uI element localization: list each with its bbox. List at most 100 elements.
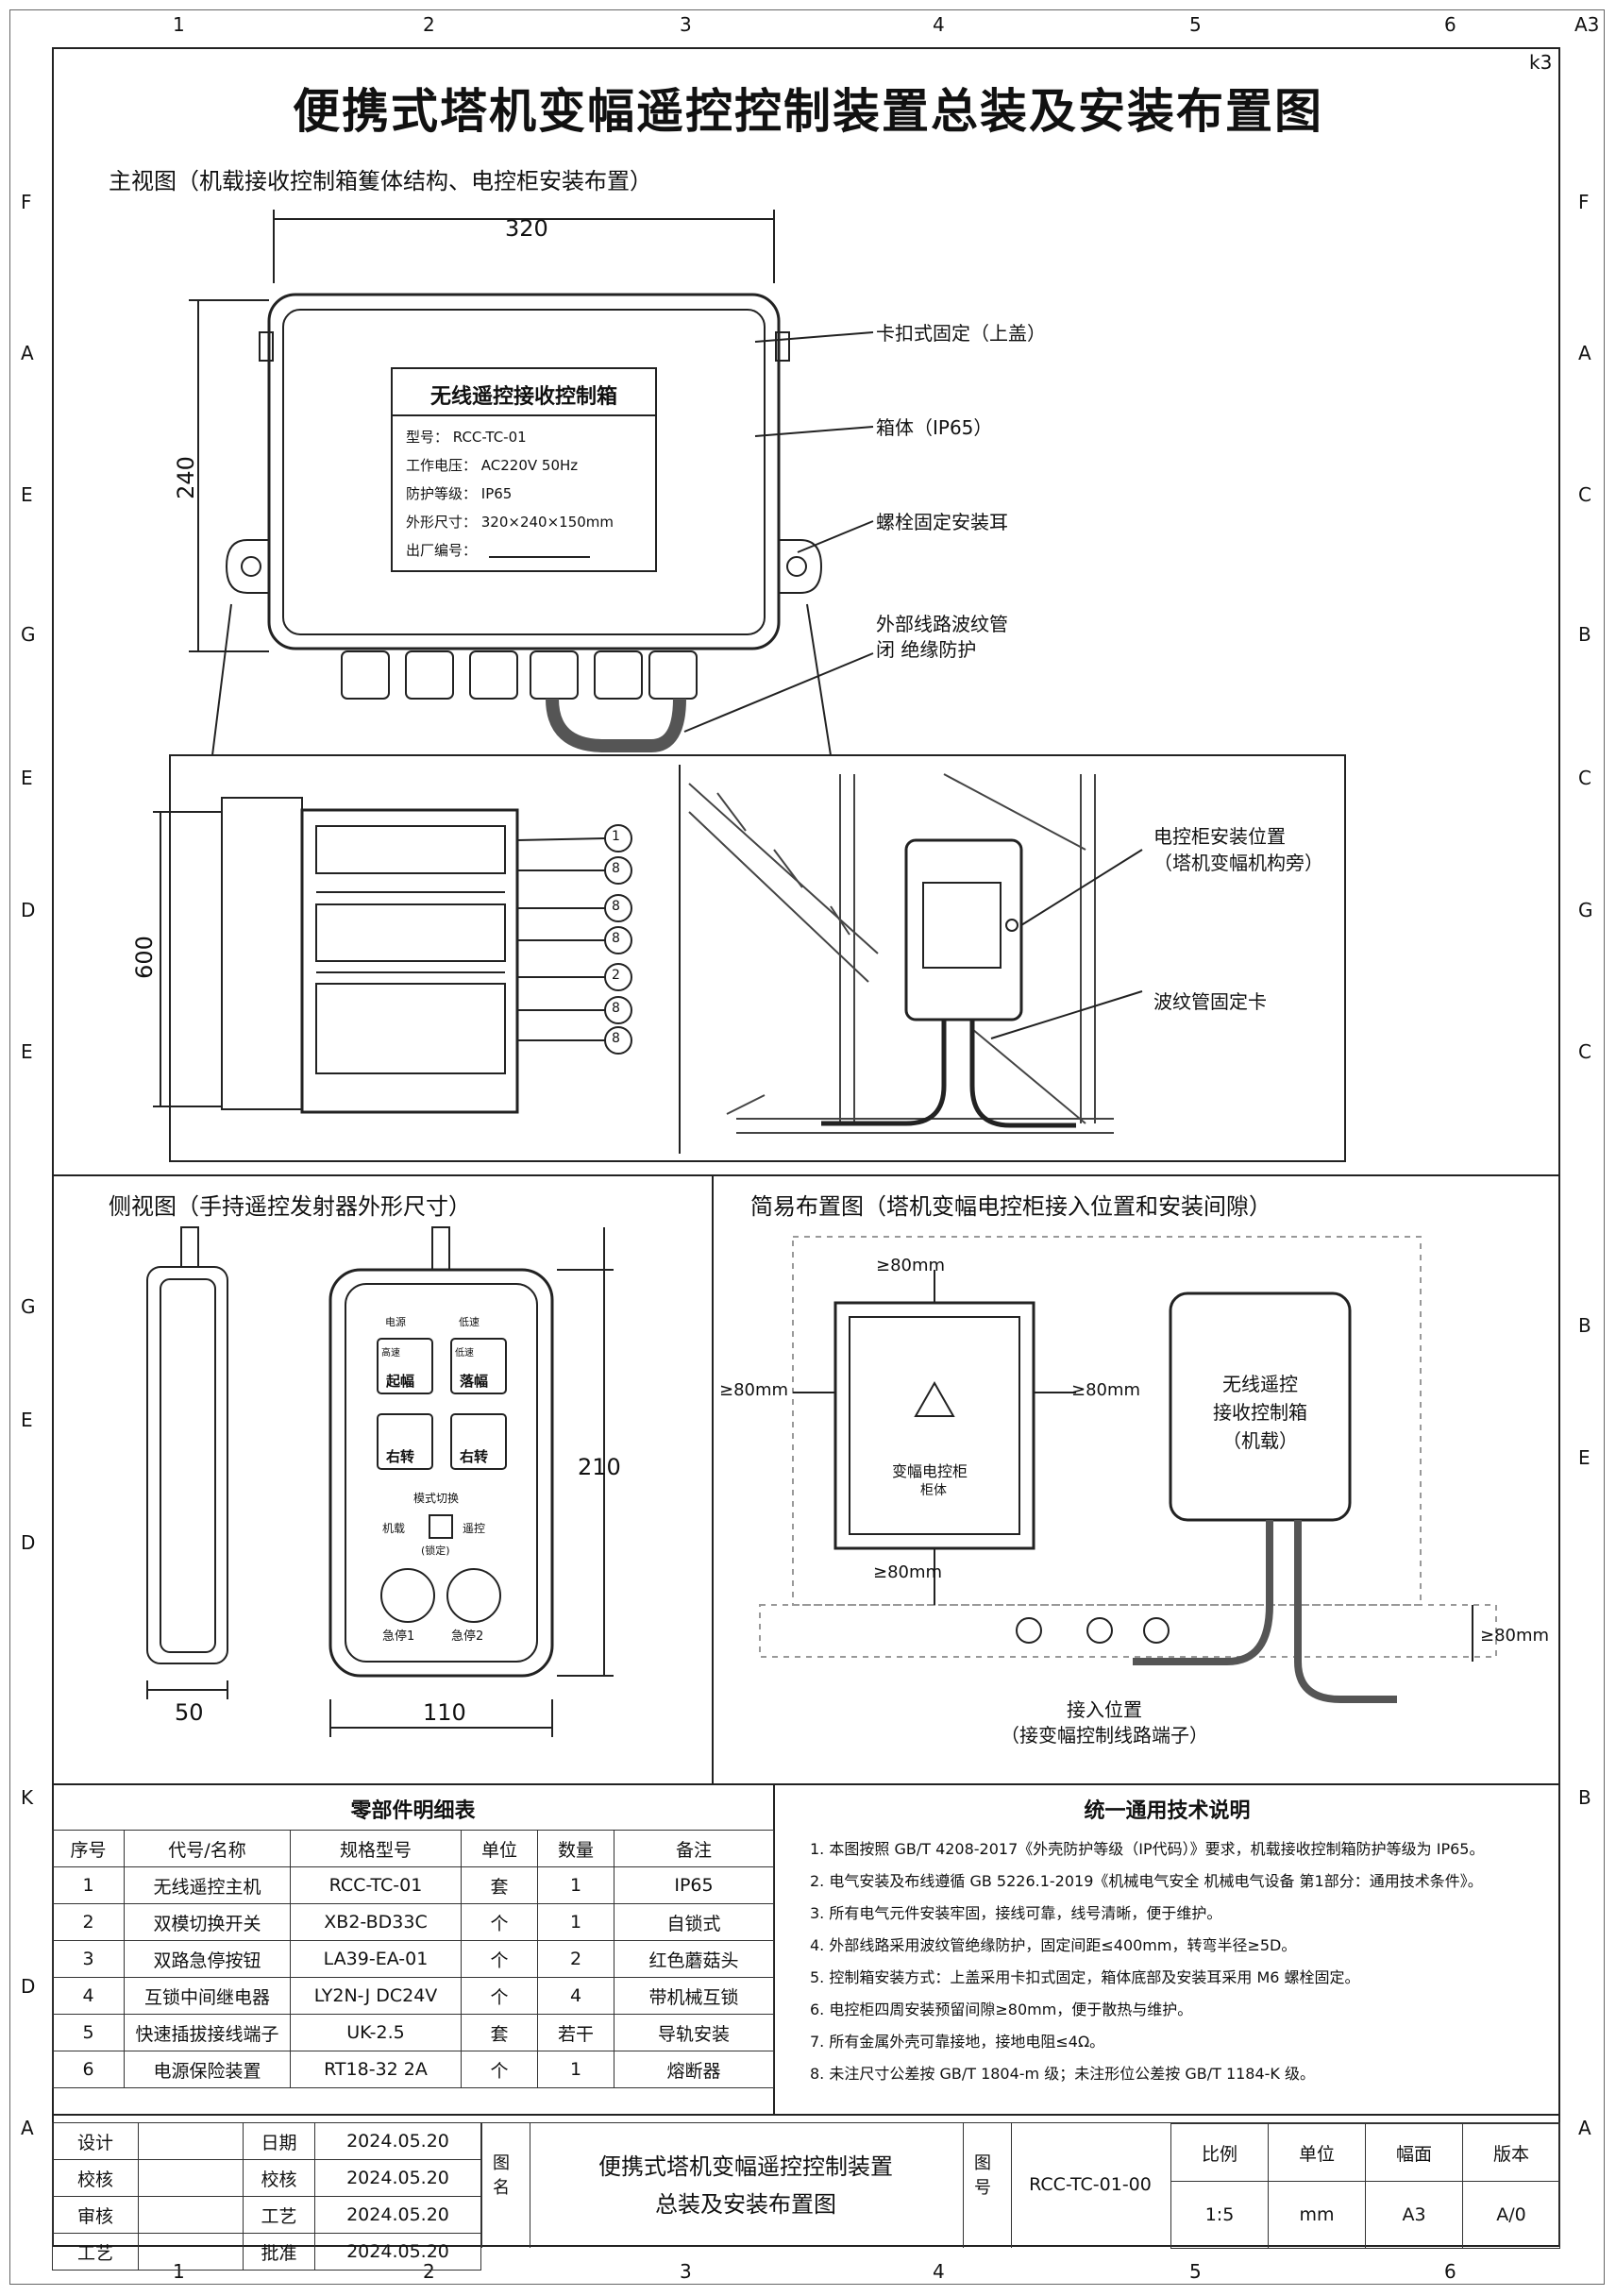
drawing-number-label: 图号: [974, 2153, 991, 2198]
conduit-loop: [546, 698, 686, 752]
tech-note: 8. 未注尺寸公差按 GB/T 1804-m 级；未注形位公差按 GB/T 11…: [810, 2065, 1316, 2083]
nameplate-row: 型号： RCC-TC-01: [406, 429, 527, 446]
grid-row-left: D: [21, 899, 36, 921]
grid-row-left: K: [21, 1786, 34, 1809]
cabinet-on-crane: [904, 838, 1023, 1021]
balloon-label: 8: [612, 1031, 620, 1046]
cell: 快速插拔接线端子: [124, 2014, 291, 2051]
grid-row-left: G: [21, 623, 36, 646]
drawing-name-label: 图名: [493, 2153, 510, 2198]
cell: 导轨安装: [614, 2014, 774, 2051]
col-header: 规格型号: [290, 1830, 462, 1867]
date: 2024.05.20: [314, 2159, 481, 2197]
receiver-label-2: 接收控制箱: [1213, 1401, 1307, 1424]
mounting-ear-left: [225, 539, 269, 594]
callout-conduit: 外部线路波纹管: [876, 613, 1008, 635]
mode-switch-title: 模式切换: [413, 1492, 460, 1505]
mounting-ear-right: [779, 539, 823, 594]
layout-wall-hatch: [759, 1236, 1497, 1658]
callout-cabinet-location-sub: （塔机变幅机构旁）: [1153, 852, 1323, 874]
grid-col-bottom-5: 5: [1189, 2260, 1202, 2283]
cabinet-door: [221, 797, 303, 1110]
estop-1-label: 急停1: [382, 1629, 415, 1644]
grid-row-left: F: [21, 191, 32, 213]
sign-label: 校核: [243, 2159, 315, 2197]
cell: 6: [52, 2051, 125, 2088]
prop-value: A/0: [1462, 2181, 1560, 2249]
col-header: 序号: [52, 1830, 125, 1867]
grid-col-top-6: 6: [1444, 13, 1456, 36]
dim-remote-width: 110: [423, 1699, 466, 1726]
mode-switch-lock: (锁定): [421, 1545, 450, 1557]
cell: 若干: [537, 2014, 614, 2051]
date: 2024.05.20: [314, 2233, 481, 2271]
role: 审核: [52, 2196, 139, 2234]
mode-switch-right: 遥控: [463, 1522, 486, 1535]
dim-width-320: 320: [505, 215, 548, 242]
role: 校核: [52, 2159, 139, 2197]
grid-col-top-3: 3: [680, 13, 692, 36]
tech-note: 1. 本图按照 GB/T 4208-2017《外壳防护等级（IP代码）》要求，机…: [810, 1840, 1485, 1858]
clearance-left: ≥80mm: [719, 1380, 789, 1400]
cable-glands: [341, 650, 698, 700]
cell: RT18-32 2A: [290, 2051, 462, 2088]
callout-snap-lid: 卡扣式固定（上盖）: [876, 322, 1046, 345]
remote-button-raise[interactable]: 起幅: [386, 1373, 415, 1390]
grid-row-right: B: [1578, 1786, 1591, 1809]
mode-switch-left: 机载: [382, 1522, 406, 1535]
prop-value: 1:5: [1170, 2181, 1269, 2249]
props-header-row: 比例单位幅面版本: [1170, 2123, 1560, 2182]
cell: 熔断器: [614, 2051, 774, 2088]
cell: 互锁中间继电器: [124, 1977, 291, 2015]
cell: 无线遥控主机: [124, 1866, 291, 1904]
cell: 2: [52, 1903, 125, 1941]
callout-box-ip65: 箱体（IP65）: [876, 416, 993, 439]
cell: 双路急停按钮: [124, 1940, 291, 1978]
corner-mark: k3: [1529, 51, 1553, 74]
grid-col-top-5: 5: [1189, 13, 1202, 36]
sign-label: 批准: [243, 2233, 315, 2271]
prop-value: A3: [1365, 2181, 1463, 2249]
receiver-label-3: （机载）: [1222, 1429, 1298, 1452]
cell: 5: [52, 2014, 125, 2051]
receiver-box-plan: [1169, 1292, 1352, 1522]
dim-height-600: 600: [130, 936, 158, 979]
cell: 双模切换开关: [124, 1903, 291, 1941]
nameplate-frame: [391, 367, 657, 572]
prop-header: 幅面: [1365, 2123, 1463, 2182]
grid-row-left: E: [21, 483, 33, 506]
dim-remote-height: 210: [578, 1454, 621, 1480]
balloons: [516, 824, 632, 1055]
remote-button-turn-a[interactable]: 右转: [386, 1448, 415, 1465]
role: 工艺: [52, 2233, 139, 2271]
clearance-bottom: ≥80mm: [873, 1562, 943, 1582]
grid-row-right: A: [1578, 2117, 1591, 2139]
grid-row-right: A: [1578, 342, 1591, 364]
cell: 2: [537, 1940, 614, 1978]
nameplate-row: 防护等级： IP65: [406, 485, 513, 502]
clearance-top: ≥80mm: [876, 1256, 946, 1275]
grid-col-top-1: 1: [173, 13, 185, 36]
remote-button-turn-b[interactable]: 右转: [460, 1448, 489, 1465]
remote-button-top: 高速: [381, 1348, 400, 1359]
grid-row-right: C: [1578, 483, 1591, 506]
remote-front-outline: [328, 1268, 554, 1678]
remote-button-lower[interactable]: 落幅: [460, 1373, 489, 1390]
nameplate-title: 无线遥控接收控制箱: [429, 385, 617, 409]
cell: 自锁式: [614, 1903, 774, 1941]
tech-note: 5. 控制箱安装方式：上盖采用卡扣式固定，箱体底部及安装耳采用 M6 螺栓固定。: [810, 1968, 1360, 1986]
grid-row-left: G: [21, 1295, 36, 1318]
tech-note: 6. 电控柜四周安装预留间隙≥80mm，便于散热与维护。: [810, 2001, 1193, 2018]
grid-row-left: A: [21, 342, 34, 364]
balloon-label: 8: [612, 1001, 620, 1016]
